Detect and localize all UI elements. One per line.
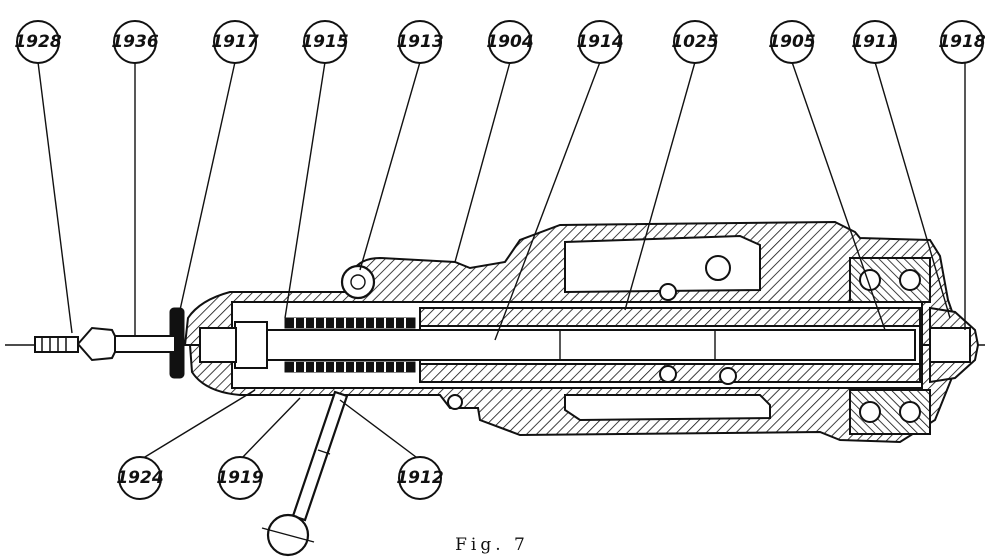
callout-1936: 1936: [111, 20, 159, 64]
callout-label: 1905: [768, 32, 815, 52]
locking-pin: [340, 264, 376, 300]
callout-1025: 1025: [671, 20, 719, 64]
callout-1919: 1919: [216, 456, 264, 500]
callout-label: 1914: [576, 32, 623, 52]
callout-label: 1936: [111, 32, 158, 52]
callout-1924: 1924: [116, 456, 164, 500]
callout-label: 1913: [396, 32, 443, 52]
callout-label: 1915: [301, 32, 348, 52]
callout-label: 1025: [671, 32, 718, 52]
callout-label: 1918: [938, 32, 985, 52]
callout-1917: 1917: [211, 20, 259, 64]
lever-handle: [261, 390, 349, 557]
callout-1914: 1914: [576, 20, 624, 64]
callout-label: 1919: [216, 468, 263, 488]
callout-1905: 1905: [768, 20, 816, 64]
callout-1911: 1911: [851, 20, 899, 64]
callout-label: 1911: [851, 32, 898, 52]
callout-1918: 1918: [938, 20, 985, 64]
callout-label: 1924: [116, 468, 163, 488]
front-bearing-lower: [849, 389, 931, 435]
front-bearing-upper: [849, 257, 931, 303]
rear-bearing: [659, 255, 737, 385]
callout-label: 1904: [486, 32, 533, 52]
coolant-tube-fitting: [34, 326, 176, 362]
callout-1928: 1928: [14, 20, 62, 64]
collet-nose: [929, 306, 980, 384]
callout-label: 1917: [211, 32, 258, 52]
draw-bar: [264, 329, 916, 361]
mounting-screw: [447, 394, 463, 410]
end-nut: [169, 307, 268, 379]
callout-1913: 1913: [396, 20, 444, 64]
figure-caption: Fig. 7: [455, 535, 529, 555]
callout-label: 1928: [14, 32, 61, 52]
callout-1915: 1915: [301, 20, 349, 64]
callout-1904: 1904: [486, 20, 534, 64]
compression-spring: [284, 317, 416, 373]
leader-lines: [37, 61, 966, 461]
callout-1912: 1912: [396, 456, 444, 500]
callout-label: 1912: [396, 468, 443, 488]
